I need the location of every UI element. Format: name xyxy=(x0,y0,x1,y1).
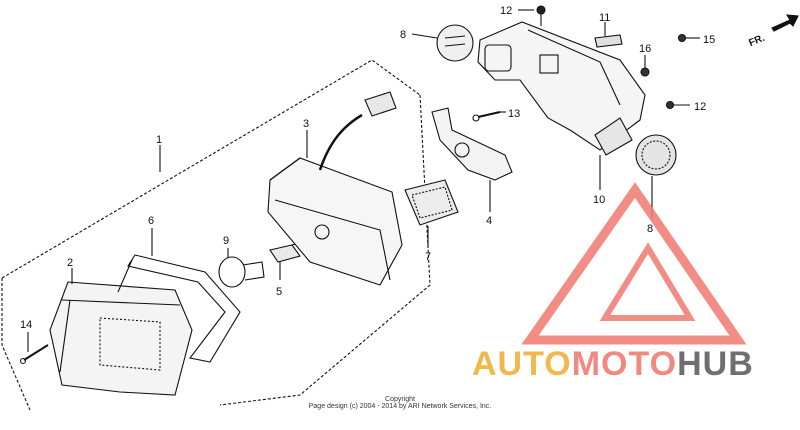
callout-8b: 8 xyxy=(647,223,653,235)
callout-14: 14 xyxy=(20,319,32,331)
part-12-screw-right xyxy=(665,100,690,110)
front-arrow-icon xyxy=(771,14,799,32)
callout-7: 7 xyxy=(425,251,431,263)
part-13-bolt xyxy=(472,111,506,122)
callout-11: 11 xyxy=(599,12,610,24)
part-14-screw xyxy=(19,332,49,365)
part-11-label xyxy=(594,22,623,48)
part-8-cover-right xyxy=(635,134,677,218)
part-3-housing xyxy=(267,91,403,286)
part-16-nut xyxy=(640,55,650,77)
part-2-lens xyxy=(49,268,193,396)
leader-8a xyxy=(411,33,438,39)
callout-1: 1 xyxy=(156,134,162,146)
part-4-bracket xyxy=(431,107,513,212)
copyright-line: Page design (c) 2004 - 2014 by ARI Netwo… xyxy=(308,403,492,410)
part-12-screw-top xyxy=(518,5,546,26)
logo-hub: HUB xyxy=(677,345,754,383)
callout-13: 13 xyxy=(508,108,520,120)
logo-auto: AUTO xyxy=(472,345,572,383)
footer-copyright: Copyright Page design (c) 2004 - 2014 by… xyxy=(0,396,800,410)
callout-5: 5 xyxy=(276,286,282,298)
callout-2: 2 xyxy=(67,257,73,269)
part-6-gasket xyxy=(117,228,241,363)
watermark-triangle-icon xyxy=(521,182,747,345)
callout-15: 15 xyxy=(703,34,715,46)
part-10-base xyxy=(477,21,646,190)
part-15-screw xyxy=(677,33,700,43)
logo-moto: MOTO xyxy=(571,345,678,383)
callout-12b: 12 xyxy=(694,101,706,113)
callout-6: 6 xyxy=(148,215,154,227)
callout-12a: 12 xyxy=(500,5,512,17)
callout-10: 10 xyxy=(593,194,605,206)
callout-16: 16 xyxy=(639,43,651,55)
callout-3: 3 xyxy=(303,118,309,130)
watermark-logo: AUTOMOTOHUB xyxy=(472,345,754,385)
callout-4: 4 xyxy=(486,215,492,227)
callout-8a: 8 xyxy=(400,29,406,41)
part-9-bulb xyxy=(218,248,265,288)
callout-9: 9 xyxy=(223,235,229,247)
front-marker-label: FR. xyxy=(747,33,766,49)
part-7-reflector xyxy=(404,179,459,248)
copyright-title: Copyright xyxy=(385,396,415,403)
part-8-cover-top xyxy=(411,24,474,62)
